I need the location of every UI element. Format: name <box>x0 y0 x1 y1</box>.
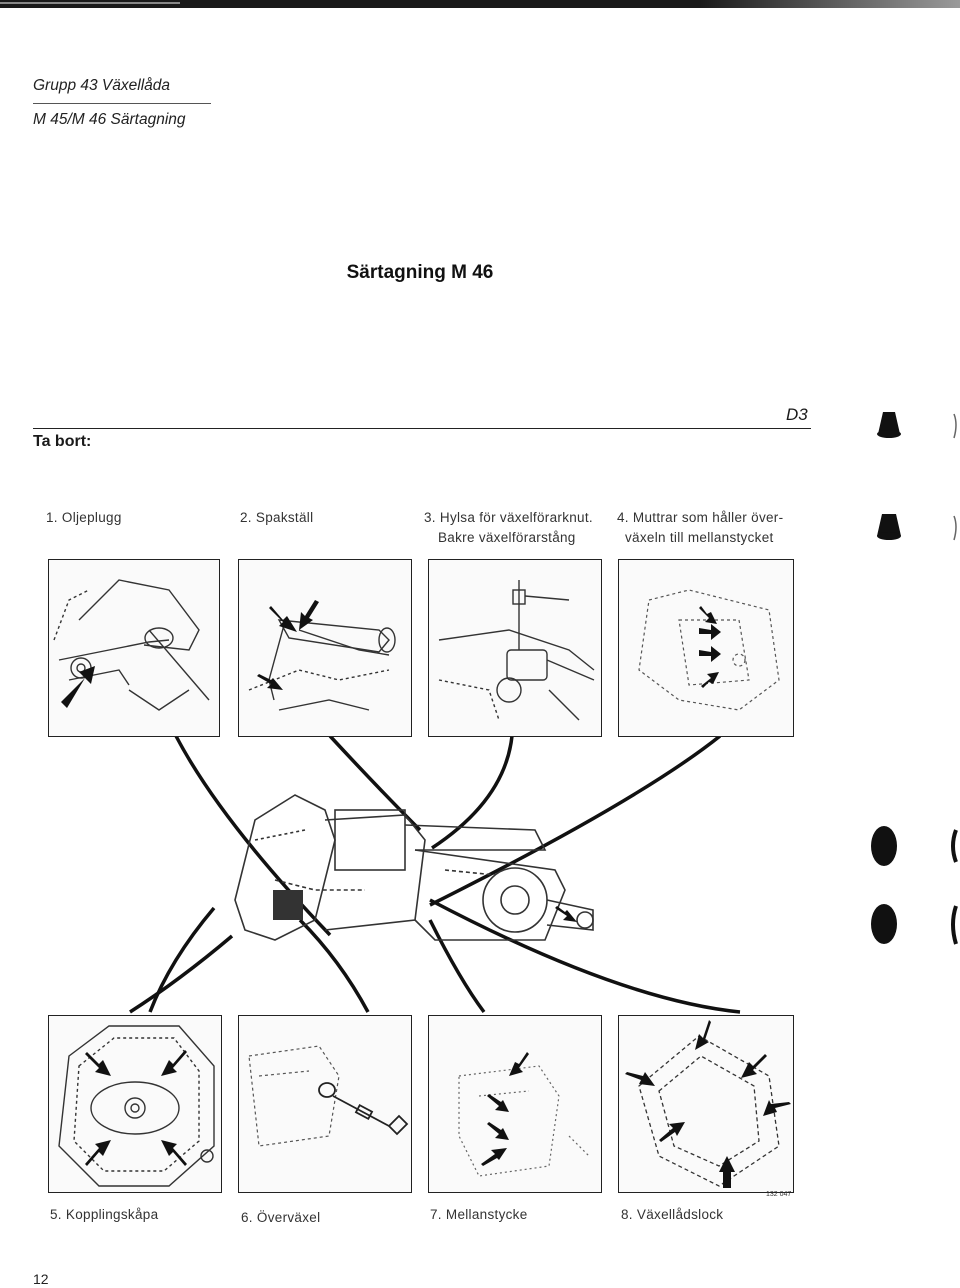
figure-panel-7 <box>428 1015 602 1193</box>
figure-number: 132 047 <box>766 1191 792 1198</box>
oil-plug-drawing <box>53 579 210 711</box>
figure-panel-6 <box>238 1015 412 1193</box>
gearbox-cover-drawing <box>625 1020 791 1188</box>
section-rule <box>33 428 811 429</box>
step-2-caption: 2. Spakställ <box>240 510 314 525</box>
header-group-line: Grupp 43 Växellåda <box>33 77 171 94</box>
top-border-fade <box>700 0 960 8</box>
step-3-caption-line2: Bakre växelförarstång <box>438 530 576 545</box>
header-rule <box>33 103 211 104</box>
transmission-main-drawing <box>234 794 594 941</box>
binder-hole-mark-icon <box>877 412 957 541</box>
shift-joint-sleeve-drawing <box>438 580 595 721</box>
page-title: Särtagning M 46 <box>346 262 494 283</box>
top-border-bar <box>0 0 960 8</box>
figure-panel-8 <box>618 1015 794 1193</box>
remove-label: Ta bort: <box>33 433 92 450</box>
overdrive-nuts-drawing <box>638 589 780 711</box>
figure-panel-1 <box>48 559 220 737</box>
gear-lever-bracket-drawing <box>248 600 396 711</box>
binder-hole-mark-icon <box>871 826 958 945</box>
step-8-caption: 8. Växellådslock <box>621 1207 724 1222</box>
figure-panel-2 <box>238 559 412 737</box>
figure-panel-4 <box>618 559 794 737</box>
figure-panel-5 <box>48 1015 222 1193</box>
top-border-line <box>0 2 180 4</box>
step-4-caption-line1: 4. Muttrar som håller över- <box>617 510 784 525</box>
step-6-caption: 6. Överväxel <box>241 1210 321 1225</box>
step-3-caption-line1: 3. Hylsa för växelförarknut. <box>424 510 593 525</box>
clutch-housing-drawing <box>58 1025 215 1187</box>
step-4-caption-line2: växeln till mellanstycket <box>625 530 774 545</box>
step-7-caption: 7. Mellanstycke <box>430 1207 528 1222</box>
step-1-caption: 1. Oljeplugg <box>46 510 122 525</box>
step-5-caption: 5. Kopplingskåpa <box>50 1207 159 1222</box>
section-code: D3 <box>786 405 808 424</box>
page-number: 12 <box>33 1271 49 1287</box>
figure-panel-3 <box>428 559 602 737</box>
header-subtitle-line: M 45/M 46 Särtagning <box>33 111 186 128</box>
intermediate-section-drawing <box>458 1052 590 1177</box>
overdrive-removal-drawing <box>248 1045 409 1147</box>
